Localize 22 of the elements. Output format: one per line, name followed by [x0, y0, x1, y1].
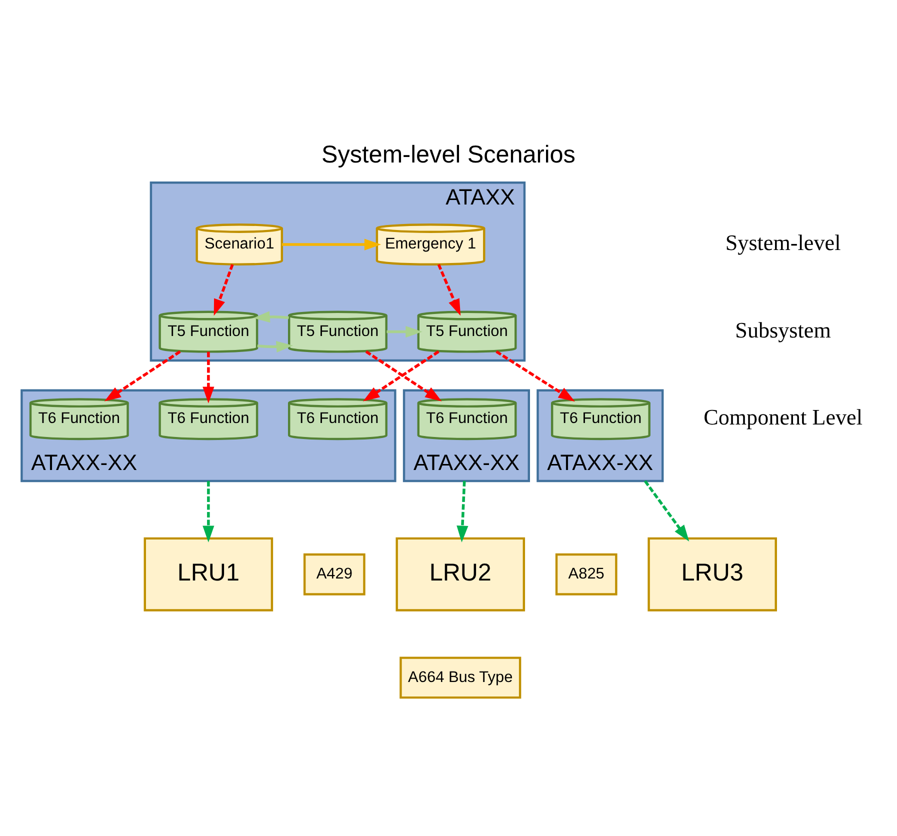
node-box: A825 — [555, 553, 618, 596]
arrow — [644, 480, 690, 542]
arrow — [214, 264, 234, 316]
diagram-title: System-level Scenarios — [322, 141, 576, 168]
arrow — [202, 481, 214, 542]
node-box: A429 — [303, 553, 366, 596]
label: Subsystem — [735, 317, 831, 342]
arrow — [257, 340, 293, 353]
node-box: A664 Bus Type — [400, 656, 522, 699]
node-box: LRU3 — [648, 537, 777, 612]
label: Component Level — [704, 404, 863, 430]
arrow — [253, 311, 289, 323]
arrow — [386, 326, 422, 338]
arrow — [437, 264, 461, 316]
arrow — [104, 350, 181, 402]
label: System-level — [725, 230, 841, 256]
node-box: LRU1 — [144, 537, 274, 612]
node-box: LRU2 — [396, 537, 526, 612]
arrow — [282, 238, 382, 250]
arrow — [456, 480, 468, 542]
arrow — [496, 350, 575, 402]
arrow — [202, 352, 214, 404]
